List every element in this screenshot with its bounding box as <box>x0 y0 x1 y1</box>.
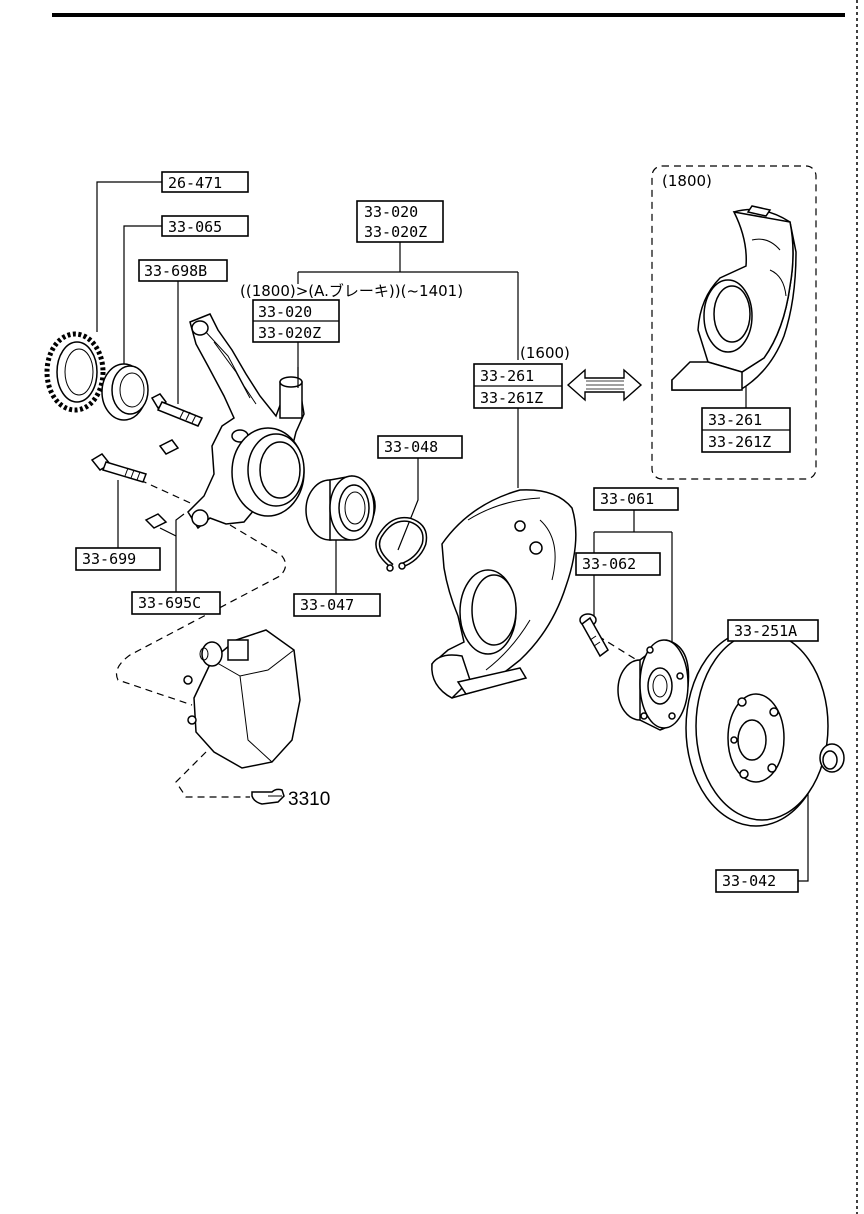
svg-text:26-471: 26-471 <box>168 174 222 192</box>
svg-text:33-699: 33-699 <box>82 550 136 568</box>
svg-text:33-261Z: 33-261Z <box>708 433 771 451</box>
label-33-251A[interactable]: 33-251A <box>727 619 819 642</box>
svg-text:33-065: 33-065 <box>168 218 222 236</box>
label-33-695C[interactable]: 33-695C <box>131 591 221 615</box>
condition-1800: (1800) <box>662 172 712 190</box>
svg-text:33-261: 33-261 <box>480 367 534 385</box>
brake-caliper-icon <box>183 629 301 769</box>
condition-1600: (1600) <box>520 344 570 362</box>
wheel-hub-icon <box>617 639 690 731</box>
label-33-698B[interactable]: 33-698B <box>138 259 228 282</box>
svg-text:33-698B: 33-698B <box>144 262 207 280</box>
label-33-020-group[interactable]: 33-020 33-020Z <box>356 200 444 243</box>
steering-knuckle-icon <box>187 313 305 530</box>
label-33-065[interactable]: 33-065 <box>161 215 249 237</box>
pointing-hand-icon <box>251 788 285 805</box>
label-33-261-1600[interactable]: 33-261 33-261Z <box>473 363 563 409</box>
svg-text:33-062: 33-062 <box>582 555 636 573</box>
hub-bolt-icon <box>579 613 609 658</box>
svg-text:33-020Z: 33-020Z <box>258 324 321 342</box>
label-33-261-1800[interactable]: 33-261 33-261Z <box>701 407 791 453</box>
double-arrow-icon <box>566 368 643 402</box>
label-33-048[interactable]: 33-048 <box>377 435 463 459</box>
svg-text:33-251A: 33-251A <box>734 622 797 640</box>
svg-text:33-047: 33-047 <box>300 596 354 614</box>
svg-text:33-695C: 33-695C <box>138 594 201 612</box>
svg-text:33-020Z: 33-020Z <box>364 223 427 241</box>
svg-text:33-048: 33-048 <box>384 438 438 456</box>
wheel-bearing-icon <box>305 475 376 541</box>
svg-text:33-042: 33-042 <box>722 872 776 890</box>
hub-nut-icon <box>819 743 845 773</box>
dust-shield-icon <box>431 489 577 699</box>
label-33-699[interactable]: 33-699 <box>75 547 161 571</box>
svg-text:33-261: 33-261 <box>708 411 762 429</box>
oil-seal-icon <box>101 363 149 421</box>
top-rule <box>52 13 845 17</box>
clip-icon <box>144 439 180 529</box>
svg-text:33-020: 33-020 <box>364 203 418 221</box>
sensor-rotor-gear-icon <box>44 331 106 413</box>
brake-disc-icon <box>685 629 829 827</box>
condition-knuckle: ((1800)>(A.ブレーキ))(~1401) <box>240 282 463 300</box>
svg-text:33-020: 33-020 <box>258 303 312 321</box>
label-26-471[interactable]: 26-471 <box>161 171 249 193</box>
label-33-047[interactable]: 33-047 <box>293 593 381 617</box>
snap-ring-icon <box>375 516 428 572</box>
reference-3310[interactable]: 3310 <box>288 789 330 810</box>
dust-shield-1800-icon <box>671 205 797 391</box>
caliper-bolt-icon <box>90 453 147 483</box>
label-33-062[interactable]: 33-062 <box>575 552 661 576</box>
svg-text:33-061: 33-061 <box>600 490 654 508</box>
inset-frame-1800 <box>651 165 817 480</box>
knuckle-bolt-icon <box>150 393 204 427</box>
label-33-020-knuckle[interactable]: 33-020 33-020Z <box>252 299 340 343</box>
label-33-061[interactable]: 33-061 <box>593 487 679 511</box>
label-33-042[interactable]: 33-042 <box>715 869 799 893</box>
svg-text:33-261Z: 33-261Z <box>480 389 543 407</box>
